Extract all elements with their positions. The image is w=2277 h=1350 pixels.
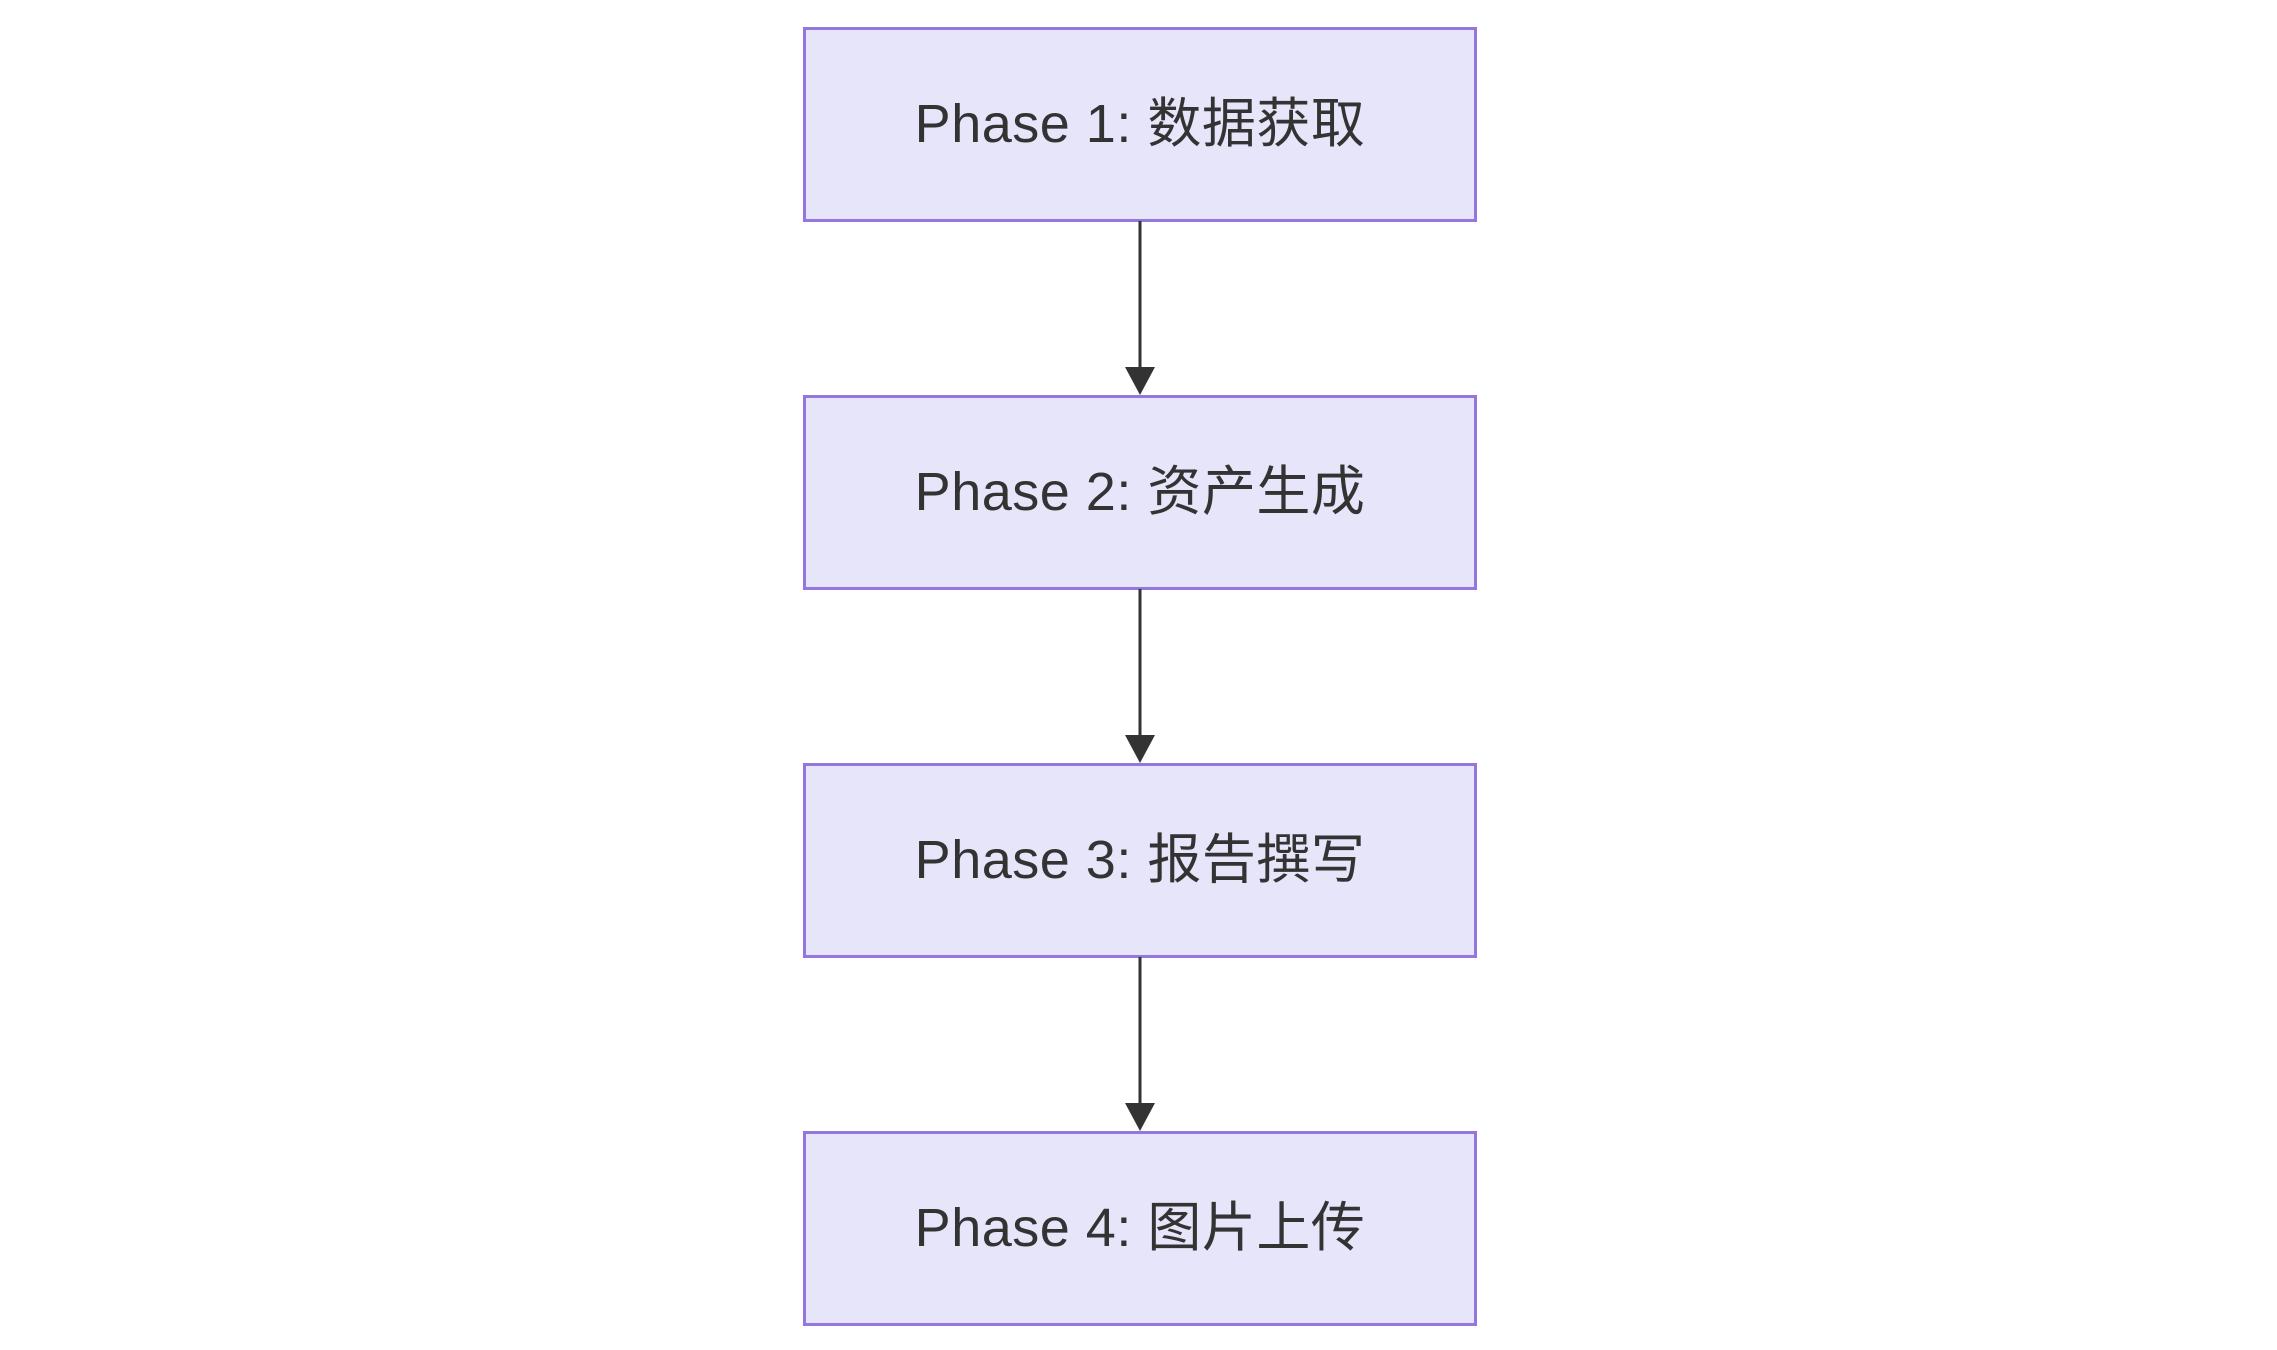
flowchart-node-phase4[interactable]: Phase 4: 图片上传 xyxy=(803,1131,1477,1326)
arrow-down-icon xyxy=(1125,1103,1155,1131)
flowchart-edge-phase3-phase4 xyxy=(803,957,1477,1131)
flowchart-node-phase1[interactable]: Phase 1: 数据获取 xyxy=(803,27,1477,222)
flowchart-node-column: Phase 1: 数据获取 Phase 2: 资产生成 Phase 3: 报告撰… xyxy=(803,27,1477,1326)
arrow-down-icon xyxy=(1125,735,1155,763)
arrow-down-icon xyxy=(1125,367,1155,395)
flowchart-node-phase3[interactable]: Phase 3: 报告撰写 xyxy=(803,763,1477,958)
flowchart-node-label: Phase 4: 图片上传 xyxy=(914,1198,1366,1259)
flowchart-edge-phase1-phase2 xyxy=(803,221,1477,395)
flowchart-node-label: Phase 3: 报告撰写 xyxy=(914,830,1366,891)
flowchart-node-phase2[interactable]: Phase 2: 资产生成 xyxy=(803,395,1477,590)
flowchart-node-label: Phase 1: 数据获取 xyxy=(914,94,1366,155)
flowchart-node-label: Phase 2: 资产生成 xyxy=(914,462,1366,523)
flowchart-edge-phase2-phase3 xyxy=(803,589,1477,763)
